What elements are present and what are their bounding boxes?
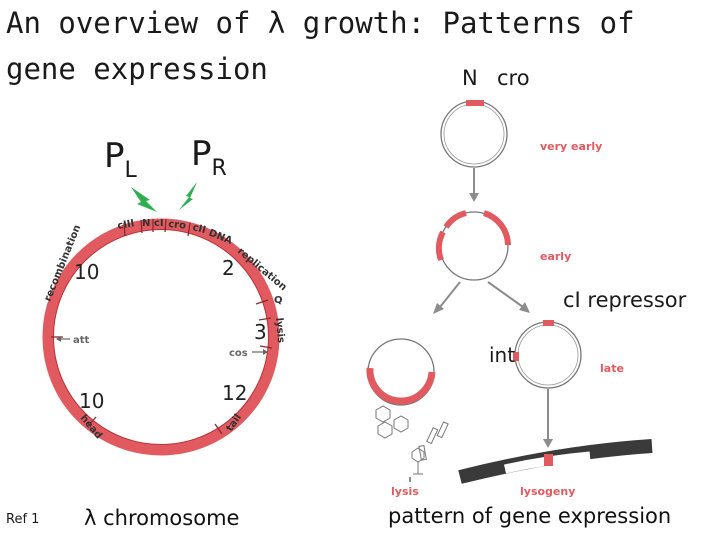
gene-cro-label: cro (497, 66, 530, 90)
att-arrow-icon (56, 336, 61, 342)
stage-label-lysis: lysis (391, 485, 419, 498)
promoter-pl: PL (104, 136, 137, 183)
lambda-genome-circle (42, 218, 280, 456)
stage-late-circle (513, 320, 582, 389)
number-12: 12 (222, 381, 248, 405)
annotation-int: int (489, 343, 516, 367)
map-label-n: N (142, 218, 150, 229)
stage-label-early: early (540, 250, 571, 263)
caption-chromosome: λ chromosome (84, 506, 240, 530)
lysogeny-prophage-marker (544, 454, 553, 466)
title-line-1: An overview of λ growth: Patterns of (6, 6, 635, 40)
arrow-head-2-icon (433, 303, 444, 314)
promoter-pr-main: P (191, 134, 212, 174)
arrow-early-to-right (487, 281, 524, 308)
gene-n-label: N (462, 66, 478, 90)
number-10-top: 10 (74, 260, 100, 284)
number-2: 2 (222, 256, 235, 280)
stage-label-very-early: very early (540, 140, 602, 153)
promoter-pl-main: P (104, 136, 125, 176)
arrow-head-1-icon (469, 193, 479, 202)
map-label-att: att (73, 335, 90, 346)
annotation-ci-repressor: cI repressor (563, 288, 687, 312)
map-label-q: Q (274, 295, 283, 306)
phage-particles-icon (375, 405, 449, 475)
map-label-cos: cos (229, 348, 248, 359)
map-label-lysis: lysis (273, 317, 286, 343)
map-label-cro: cro (168, 219, 187, 232)
promoter-pr: PR (191, 134, 227, 181)
arrow-head-4-icon (543, 439, 553, 448)
arrow-early-to-left (439, 281, 461, 308)
promoter-pr-sub: R (211, 156, 227, 181)
title-line-2: gene expression (6, 52, 268, 86)
number-3: 3 (254, 320, 267, 344)
stage-label-late: late (600, 362, 624, 375)
stage-very-early-circle (440, 100, 508, 168)
map-label-ciii: cIII (117, 218, 136, 232)
stage-early-circle (435, 210, 511, 281)
map-label-cii: cII (191, 222, 207, 236)
promoter-pl-sub: L (124, 158, 137, 183)
stage-label-lysogeny: lysogeny (520, 485, 575, 498)
map-label-ci: cI (154, 218, 164, 229)
cos-arrow-icon (263, 349, 268, 355)
lightning-bolt-pl-icon (131, 187, 157, 212)
arrow-head-3-icon (519, 302, 530, 313)
stage-lytic-circle (366, 338, 436, 406)
reference-label: Ref 1 (6, 512, 40, 527)
caption-pattern: pattern of gene expression (388, 504, 672, 528)
lightning-bolt-pr-icon (179, 182, 197, 210)
number-10-bottom: 10 (79, 389, 105, 413)
